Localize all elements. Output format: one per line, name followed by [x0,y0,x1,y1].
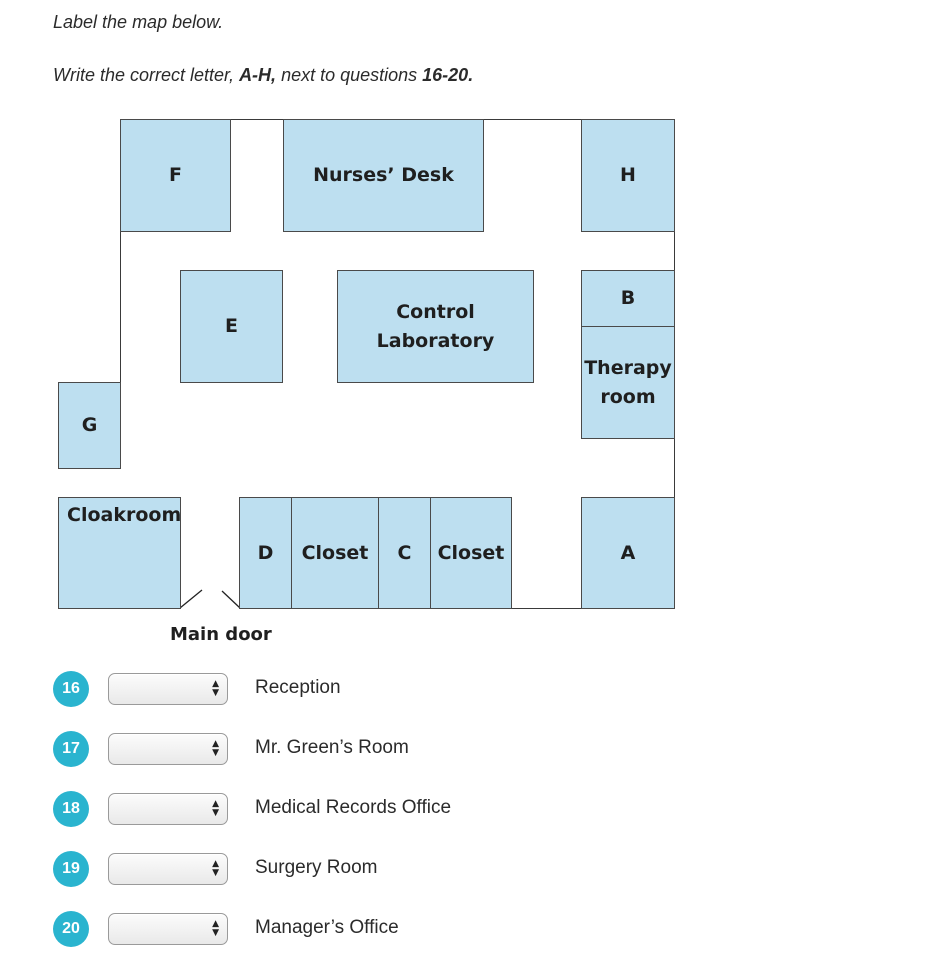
select-arrows-icon: ▲▼ [212,799,219,818]
room-d: D [239,497,292,609]
answer-select-19[interactable]: ▲▼ [108,853,228,885]
question-number-badge: 20 [53,911,89,947]
question-row-19: 19 ▲▼ Surgery Room [53,851,653,887]
question-row-17: 17 ▲▼ Mr. Green’s Room [53,731,653,767]
question-text: Mr. Green’s Room [255,737,409,758]
room-closet-1: Closet [291,497,379,609]
question-text: Reception [255,677,341,698]
answer-select-20[interactable]: ▲▼ [108,913,228,945]
select-arrows-icon: ▲▼ [212,679,219,698]
instruction-line-2: Write the correct letter, A-H, next to q… [53,65,474,85]
select-arrows-icon: ▲▼ [212,919,219,938]
question-number-badge: 19 [53,851,89,887]
wall-left-upper [120,119,121,383]
room-nurses-desk: Nurses’ Desk [283,119,484,232]
question-text: Manager’s Office [255,917,399,938]
question-row-20: 20 ▲▼ Manager’s Office [53,911,653,947]
answer-select-17[interactable]: ▲▼ [108,733,228,765]
room-g: G [58,382,121,469]
question-row-18: 18 ▲▼ Medical Records Office [53,791,653,827]
question-text: Surgery Room [255,857,378,878]
question-text: Medical Records Office [255,797,452,818]
room-h: H [581,119,675,232]
main-door-label: Main door [170,624,272,645]
answer-select-18[interactable]: ▲▼ [108,793,228,825]
question-number-badge: 17 [53,731,89,767]
question-number-badge: 18 [53,791,89,827]
question-row-16: 16 ▲▼ Reception [53,671,653,707]
room-closet-2: Closet [430,497,512,609]
main-door-icon [179,589,241,609]
room-a: A [581,497,675,609]
room-c: C [378,497,431,609]
instruction-line-1: Label the map below. [53,12,224,32]
question-number-badge: 16 [53,671,89,707]
answer-select-16[interactable]: ▲▼ [108,673,228,705]
select-arrows-icon: ▲▼ [212,859,219,878]
select-arrows-icon: ▲▼ [212,739,219,758]
room-b: B [581,270,675,327]
room-e: E [180,270,283,383]
room-f: F [120,119,231,232]
room-cloakroom: Cloakroom [58,497,181,609]
